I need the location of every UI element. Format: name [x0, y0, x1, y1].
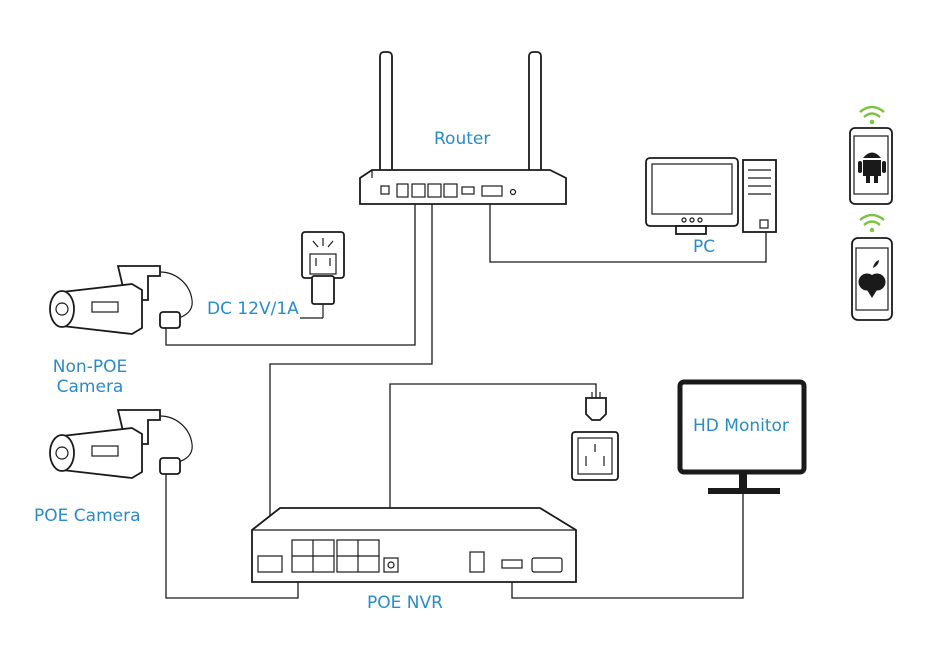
non-poe-camera [49, 265, 193, 335]
apple-icon [858, 260, 886, 298]
router [359, 51, 567, 205]
hd-monitor [677, 379, 807, 494]
hd-monitor-label: HD Monitor [693, 416, 789, 436]
android-phone [849, 105, 893, 205]
connection-lines [165, 196, 767, 599]
non-poe-camera-label: Non-POE Camera [52, 357, 128, 397]
poe-camera [49, 409, 193, 479]
dc-adapter-label: DC 12V/1A [207, 299, 299, 319]
power-adapter [300, 231, 345, 319]
poe-nvr [251, 507, 577, 583]
poe-camera-label: POE Camera [34, 506, 141, 526]
power-plug [571, 392, 619, 481]
poe-nvr-label: POE NVR [367, 593, 443, 613]
wifi-icon [859, 213, 885, 226]
iphone [851, 213, 893, 321]
android-icon [858, 152, 886, 183]
router-label: Router [434, 129, 491, 149]
wifi-icon [859, 105, 885, 118]
pc [645, 157, 777, 235]
pc-label: PC [693, 237, 716, 257]
